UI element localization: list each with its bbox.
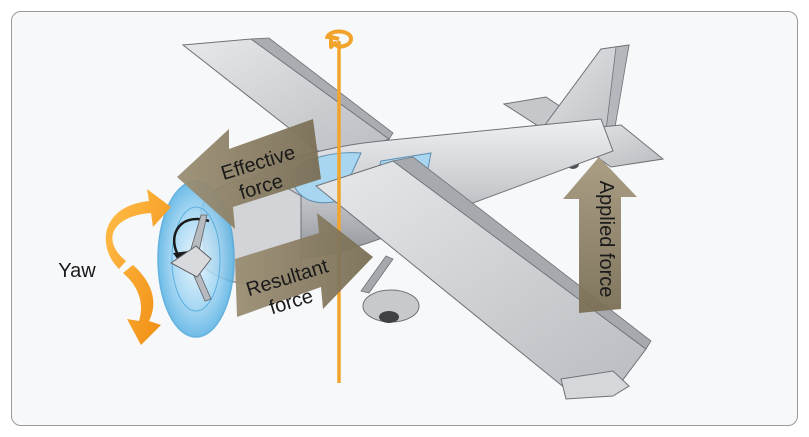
effective-force-arrow — [177, 119, 321, 229]
yaw-axis-rotation-icon — [325, 29, 353, 49]
main-gear-strut — [360, 255, 394, 294]
propeller-spinner — [170, 245, 212, 278]
resultant-force-arrow — [235, 213, 373, 317]
main-tire — [379, 311, 399, 323]
applied-force-arrow — [563, 157, 637, 313]
propeller-disc-inner — [171, 206, 221, 312]
right-wing — [314, 160, 647, 394]
yaw-label: Yaw — [58, 260, 96, 282]
applied-force-label: Applied force — [595, 181, 617, 298]
yaw-arrow — [105, 189, 171, 345]
right-wing-tip — [560, 370, 630, 400]
left-wing-aileron — [249, 37, 394, 140]
aircraft-diagram: Effective force Resultant force Applied … — [58, 29, 665, 400]
diagram-frame: Effective force Resultant force Applied … — [11, 11, 798, 426]
